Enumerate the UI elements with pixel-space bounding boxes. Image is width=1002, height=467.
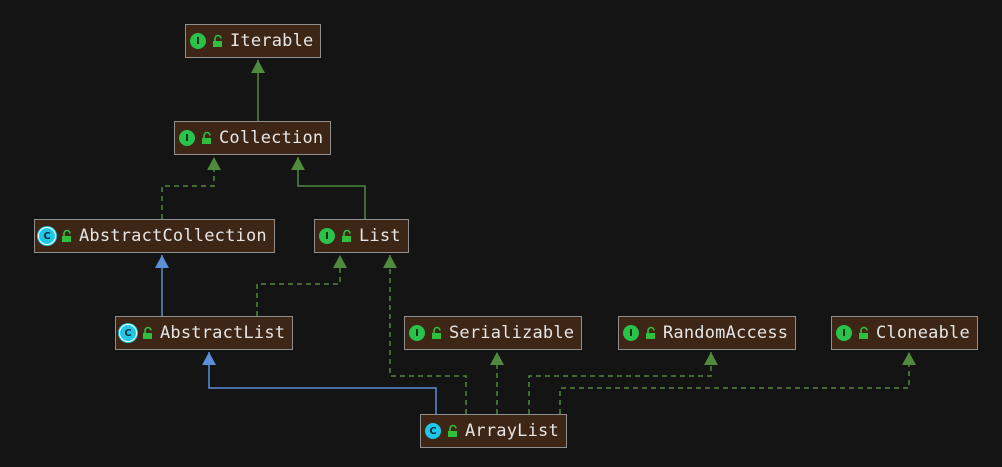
public-lock-icon <box>202 131 211 144</box>
node-label: Iterable <box>230 31 314 51</box>
public-lock-icon <box>646 326 655 339</box>
public-lock-icon <box>213 34 222 47</box>
interface-icon: I <box>179 130 195 146</box>
node-random-access[interactable]: I RandomAccess <box>618 316 797 350</box>
arrowhead-list-right <box>383 255 397 268</box>
arrowhead-abstractcollection <box>155 255 169 268</box>
arrowhead-collection-right <box>291 157 305 170</box>
node-label: Cloneable <box>876 323 970 343</box>
public-lock-icon <box>448 424 457 437</box>
interface-icon: I <box>409 325 425 341</box>
arrowhead-randomaccess <box>704 352 718 365</box>
node-array-list[interactable]: C ArrayList <box>420 414 567 448</box>
node-label: RandomAccess <box>663 323 789 343</box>
edge-arraylist-abstractlist <box>208 352 437 414</box>
node-iterable[interactable]: I Iterable <box>185 24 322 58</box>
node-abstract-collection[interactable]: C AbstractCollection <box>34 219 275 253</box>
node-abstract-list[interactable]: C AbstractList <box>115 316 294 350</box>
interface-icon: I <box>190 33 206 49</box>
public-lock-icon <box>143 326 152 339</box>
edge-abstractlist-list <box>256 255 341 316</box>
node-list[interactable]: I List <box>314 219 409 253</box>
class-icon: C <box>425 423 441 439</box>
interface-icon: I <box>836 325 852 341</box>
node-label: AbstractList <box>160 323 286 343</box>
node-label: List <box>359 226 401 246</box>
edge-abstractcollection-collection <box>161 157 215 219</box>
interface-icon: I <box>623 325 639 341</box>
node-label: ArrayList <box>465 421 559 441</box>
arrowhead-abstractlist <box>202 352 216 365</box>
node-label: AbstractCollection <box>79 226 267 246</box>
edge-arraylist-cloneable <box>559 352 910 414</box>
node-label: Collection <box>219 128 324 148</box>
node-cloneable[interactable]: I Cloneable <box>831 316 978 350</box>
arrowhead-cloneable <box>902 352 916 365</box>
abstract-class-icon: C <box>120 325 136 341</box>
node-serializable[interactable]: I Serializable <box>404 316 583 350</box>
edge-arraylist-randomaccess <box>528 352 712 414</box>
public-lock-icon <box>62 229 71 242</box>
node-collection[interactable]: I Collection <box>174 121 332 155</box>
abstract-class-icon: C <box>39 228 55 244</box>
public-lock-icon <box>342 229 351 242</box>
node-label: Serializable <box>449 323 575 343</box>
public-lock-icon <box>859 326 868 339</box>
arrowhead-list-left <box>333 255 347 268</box>
arrowhead-iterable <box>251 60 265 73</box>
arrowhead-collection-left <box>207 157 221 170</box>
edge-arraylist-list <box>389 255 467 414</box>
arrowhead-serializable <box>490 352 504 365</box>
public-lock-icon <box>432 326 441 339</box>
edge-list-collection <box>297 157 366 219</box>
interface-icon: I <box>319 228 335 244</box>
